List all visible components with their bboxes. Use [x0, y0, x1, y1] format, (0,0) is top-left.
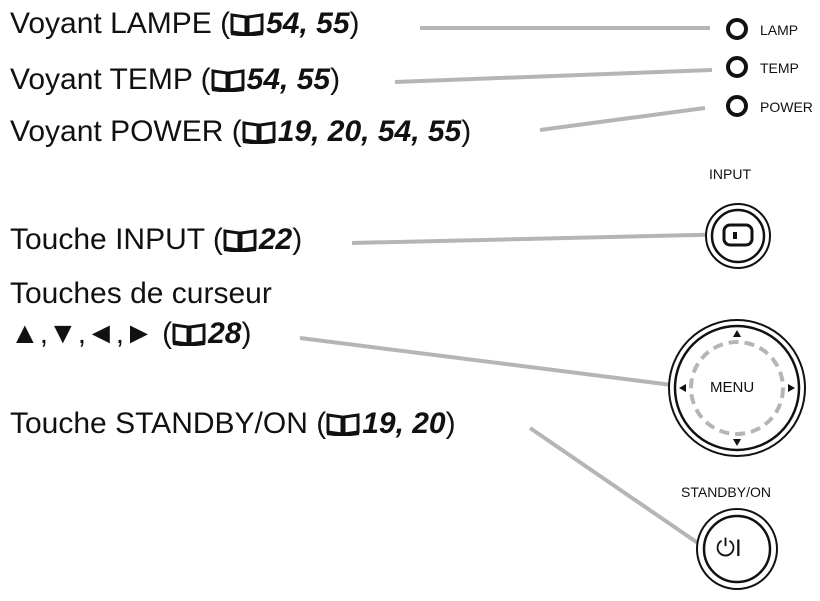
cursor-right-icon — [788, 384, 795, 392]
cursor-down-icon — [733, 439, 741, 446]
book-icon — [326, 409, 360, 445]
book-icon — [172, 319, 206, 355]
lamp-indicator-icon — [726, 18, 748, 40]
leader-line-power — [539, 106, 706, 132]
book-icon — [242, 117, 276, 153]
input-button-label: INPUT — [709, 166, 751, 182]
label-cursor-title: Touches de curseur — [10, 276, 272, 312]
lamp-indicator-label: LAMP — [760, 22, 799, 38]
label-lamp-close: ) — [349, 7, 360, 40]
cursor-left-icon — [679, 384, 686, 392]
label-power-text: Voyant POWER ( — [10, 115, 242, 148]
power-indicator-label: POWER — [760, 99, 813, 115]
label-temp-indicator: Voyant TEMP ( 54, 55) — [10, 62, 340, 101]
label-cursor-close: ) — [241, 317, 252, 350]
standby-button-label: STANDBY/ON — [681, 484, 771, 500]
leader-line-temp — [394, 68, 713, 84]
label-lamp-text: Voyant LAMPE ( — [10, 7, 231, 40]
label-standby-ref: 19, 20 — [362, 407, 446, 440]
temp-indicator-label: TEMP — [760, 60, 799, 76]
leader-line-cursor — [299, 336, 689, 389]
leader-line-input — [351, 232, 741, 245]
label-cursor-ref: 28 — [208, 317, 242, 350]
label-lamp-indicator: Voyant LAMPE ( 54, 55) — [10, 6, 360, 45]
menu-button-inner — [673, 324, 801, 452]
label-standby-text: Touche STANDBY/ON ( — [10, 407, 327, 440]
label-cursor-line1: Touches de curseur — [10, 277, 272, 310]
power-indicator-icon — [726, 95, 748, 117]
label-temp-text: Voyant TEMP ( — [10, 63, 211, 96]
book-icon — [223, 225, 257, 261]
cursor-up-icon — [733, 330, 741, 337]
menu-button[interactable]: MENU — [710, 379, 755, 396]
input-button[interactable] — [706, 204, 770, 268]
label-cursor-text: ▲,▼,◄,► ( — [10, 317, 173, 350]
book-icon — [230, 9, 264, 45]
menu-button-dashed-ring — [689, 340, 785, 436]
standby-power-icon[interactable]: ⏻I — [716, 535, 742, 562]
standby-button[interactable] — [697, 509, 777, 589]
label-input-close: ) — [292, 223, 303, 256]
book-icon — [211, 65, 245, 101]
input-icon — [722, 223, 754, 247]
label-input-ref: 22 — [258, 223, 293, 256]
label-lamp-ref: 54, 55 — [266, 7, 350, 40]
input-button-inner — [710, 208, 766, 264]
label-input-text: Touche INPUT ( — [10, 223, 223, 256]
standby-button-inner — [702, 514, 772, 584]
leader-line-standby — [528, 426, 710, 552]
label-power-ref: 19, 20, 54, 55 — [277, 115, 462, 148]
label-power-close: ) — [461, 115, 472, 148]
label-standby-close: ) — [445, 407, 456, 440]
label-temp-close: ) — [330, 63, 341, 96]
label-input-button: Touche INPUT ( 22) — [10, 222, 302, 261]
label-standby-button: Touche STANDBY/ON ( 19, 20) — [10, 406, 456, 445]
label-temp-ref: 54, 55 — [246, 63, 331, 96]
label-power-indicator: Voyant POWER ( 19, 20, 54, 55) — [10, 114, 471, 153]
label-cursor-keys: ▲,▼,◄,► ( 28) — [10, 316, 251, 355]
temp-indicator-icon — [726, 56, 748, 78]
